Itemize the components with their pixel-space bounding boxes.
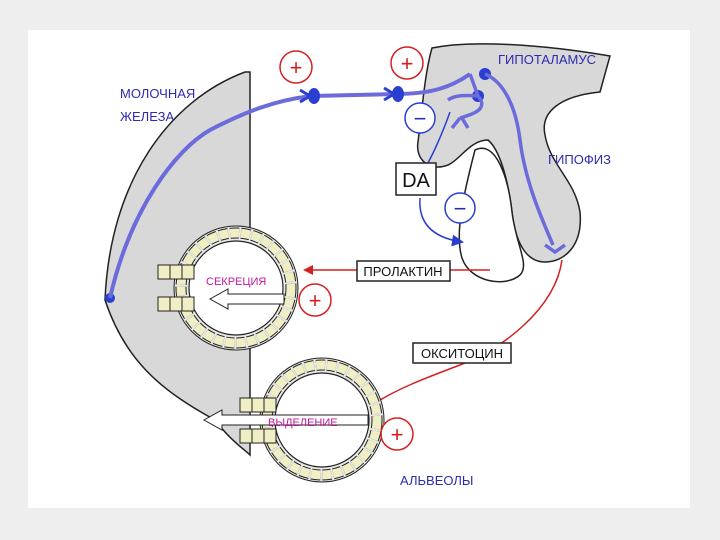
minus-sign-1: −: [414, 106, 427, 131]
duct-lower: [239, 397, 277, 444]
plus-circle-3: [298, 283, 332, 317]
secretion-label: СЕКРЕЦИЯ: [206, 276, 266, 288]
dopamine-path: [419, 197, 464, 247]
dopamine-box: [395, 162, 437, 196]
synapse-1-terminal: [299, 88, 313, 104]
synapse-2-icon: [392, 86, 404, 102]
synapse-1-icon: [308, 88, 320, 104]
plus-sign-1: +: [290, 55, 303, 80]
anterior-pituitary-shape: [458, 147, 525, 283]
mammary-gland-label-1: МОЛОЧНАЯ: [120, 86, 195, 101]
alveoli-label: АЛЬВЕОЛЫ: [400, 473, 473, 488]
plus-circle-2: [390, 46, 424, 80]
secretion-hollow-arrow: [208, 288, 285, 310]
nerve-pathway: [108, 72, 472, 299]
excretion-hollow-arrow: [202, 409, 369, 431]
mammary-gland-label-2: ЖЕЛЕЗА: [120, 109, 174, 124]
prolactin-label: ПРОЛАКТИН: [363, 264, 442, 279]
synapse-2-terminal: [383, 86, 397, 102]
dopamine-label: DA: [402, 170, 430, 192]
hypothalamus-label: ГИПОТАЛАМУС: [498, 52, 596, 67]
alveolus-upper: [173, 225, 299, 351]
excretion-label: ВЫДЕЛЕНИЕ: [268, 417, 338, 429]
minus-circle-2: [444, 192, 476, 224]
prolactin-box: [356, 260, 451, 282]
pituitary-label: ГИПОФИЗ: [548, 152, 611, 167]
posterior-pituitary-terminal: [543, 243, 567, 255]
plus-sign-4: +: [391, 422, 404, 447]
plus-sign-2: +: [401, 51, 414, 76]
minus-circle-1: [404, 102, 436, 134]
plus-circle-1: [279, 50, 313, 84]
oxytocin-box: [412, 342, 512, 364]
minus-sign-2: −: [454, 196, 467, 221]
plus-sign-3: +: [309, 288, 322, 313]
plus-circle-4: [380, 417, 414, 451]
duct-upper: [157, 264, 195, 312]
breast-outline-shape: [104, 71, 251, 457]
oxytocin-label: ОКСИТОЦИН: [421, 346, 503, 361]
hypothalamic-fibers: [446, 72, 555, 246]
